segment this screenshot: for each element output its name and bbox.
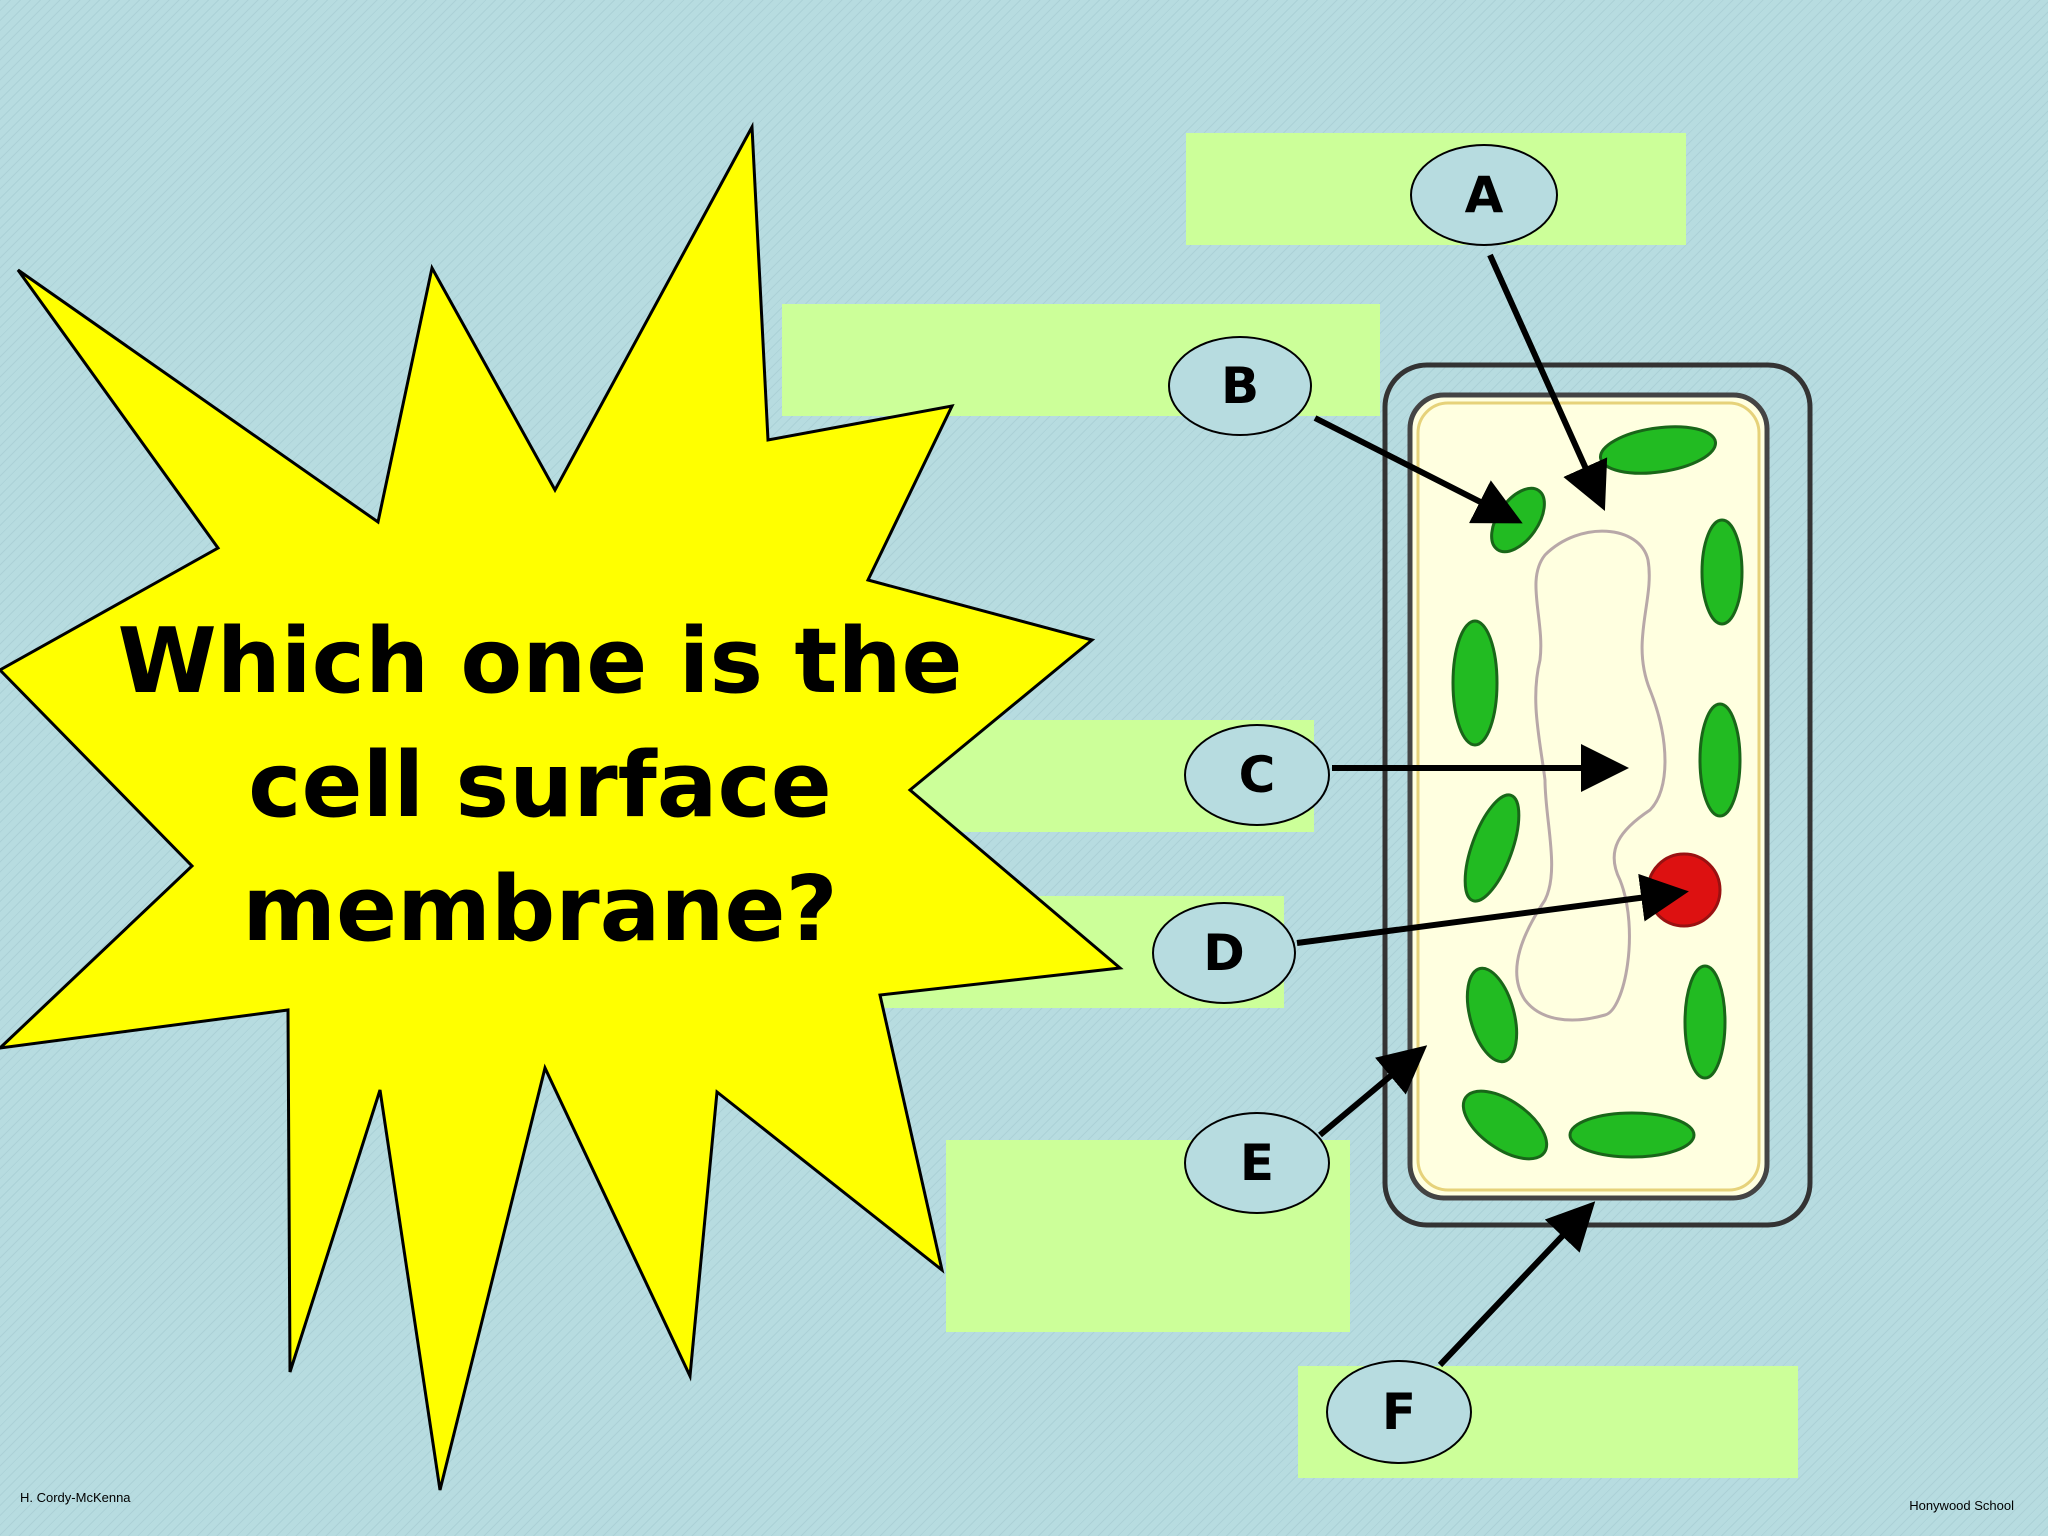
starburst-shape <box>0 121 1124 1491</box>
question-text: Which one is the cell surface membrane? <box>80 600 1000 972</box>
question-line-2: cell surface <box>248 733 832 838</box>
label-f[interactable]: F <box>1326 1360 1472 1464</box>
cell-wall <box>1382 362 1813 1228</box>
label-a[interactable]: A <box>1410 144 1558 246</box>
arrow-b <box>1313 415 1523 524</box>
chloroplasts <box>1451 425 1744 1161</box>
question-line-3: membrane? <box>242 857 838 962</box>
label-e[interactable]: E <box>1184 1112 1330 1214</box>
label-c[interactable]: C <box>1184 724 1330 826</box>
vacuole <box>1515 529 1667 1022</box>
arrow-f <box>1437 1201 1596 1368</box>
question-line-1: Which one is the <box>117 609 963 714</box>
membrane-inner-line <box>1416 401 1761 1192</box>
nucleus <box>1646 852 1722 928</box>
label-b[interactable]: B <box>1168 336 1312 436</box>
author-credit: H. Cordy-McKenna <box>20 1490 131 1505</box>
label-d[interactable]: D <box>1152 902 1296 1004</box>
school-credit: Honywood School <box>1909 1498 2014 1513</box>
arrow-e <box>1318 1045 1428 1138</box>
arrow-d <box>1296 873 1689 946</box>
arrow-a <box>1487 253 1608 511</box>
